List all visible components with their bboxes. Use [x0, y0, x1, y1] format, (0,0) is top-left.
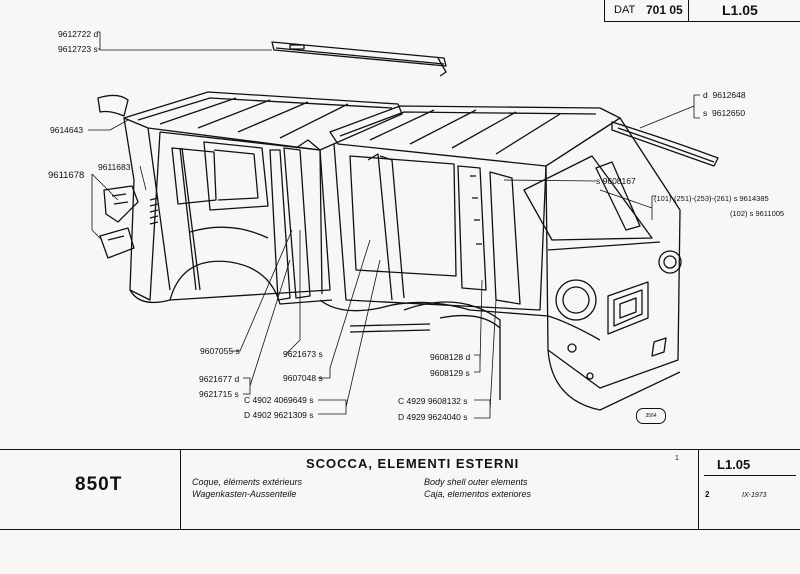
part-9614385: (101)-(251)-(253)-(261) s 9614385	[654, 194, 769, 203]
leader-lines	[88, 31, 700, 419]
footer-divider-left	[180, 449, 181, 529]
rear-brackets	[99, 185, 139, 259]
part-9621715: 9621715 s	[199, 389, 239, 399]
dat-label: DAT	[614, 4, 636, 16]
footer-divider-right	[698, 449, 699, 529]
dat-number: 701 05	[646, 3, 683, 17]
part-9607048: 9607048 s	[283, 373, 323, 383]
title-mark: 1	[675, 455, 679, 462]
footer-reference-underline	[704, 475, 796, 476]
part-9612648: d 9612648	[703, 90, 746, 100]
roof-drip-strip	[271, 41, 447, 77]
subtitle-english: Body shell outer elements	[424, 477, 528, 487]
drawing-number: 3564	[636, 408, 666, 424]
front-body-section	[319, 105, 682, 411]
header-divider	[688, 0, 689, 21]
rear-corner-cap	[97, 94, 129, 117]
part-9611678: 9611678	[48, 170, 85, 181]
issue-date: IX-1973	[742, 492, 767, 499]
part-9608132: C 4929 9608132 s	[398, 396, 468, 406]
front-roof-strip	[611, 121, 719, 167]
body-shell-drawing	[88, 31, 719, 419]
subtitle-french: Coque, éléments extérieurs	[192, 477, 303, 487]
header-box	[604, 0, 800, 22]
subtitle-german: Wagenkasten-Aussenteile	[192, 489, 297, 499]
part-9612723: 9612723 s	[58, 44, 98, 54]
part-9611683: 9611683	[98, 162, 131, 172]
part-9607055: 9607055 s	[200, 346, 240, 356]
rear-body-section	[123, 91, 403, 305]
model-name: 850T	[75, 474, 123, 495]
part-9611005: (102) s 9611005	[730, 209, 785, 218]
part-9624040: D 4929 9624040 s	[398, 412, 468, 422]
part-9621677: 9621677 d	[199, 374, 240, 384]
part-9621309: D 4902 9621309 s	[244, 410, 314, 420]
footer-separator	[0, 449, 800, 450]
footer-bottom-line	[0, 529, 800, 530]
part-9612722: 9612722 d	[58, 29, 99, 39]
page-title: SCOCCA, ELEMENTI ESTERNI	[306, 456, 520, 471]
part-9621673: 9621673 s	[283, 349, 323, 359]
part-9614643: 9614643	[50, 125, 84, 135]
footer-reference: L1.05	[717, 457, 751, 472]
page-reference: L1.05	[722, 2, 758, 18]
part-9608167: s 9608167	[596, 176, 636, 186]
part-4069649: C 4902 4069649 s	[244, 395, 314, 405]
part-9612650: s 9612650	[703, 108, 746, 118]
sheet-number: 2	[705, 490, 710, 499]
subtitle-spanish: Caja, elementos exteriores	[424, 489, 532, 499]
part-9608128: 9608128 d	[430, 352, 471, 362]
part-9608129: 9608129 s	[430, 368, 470, 378]
